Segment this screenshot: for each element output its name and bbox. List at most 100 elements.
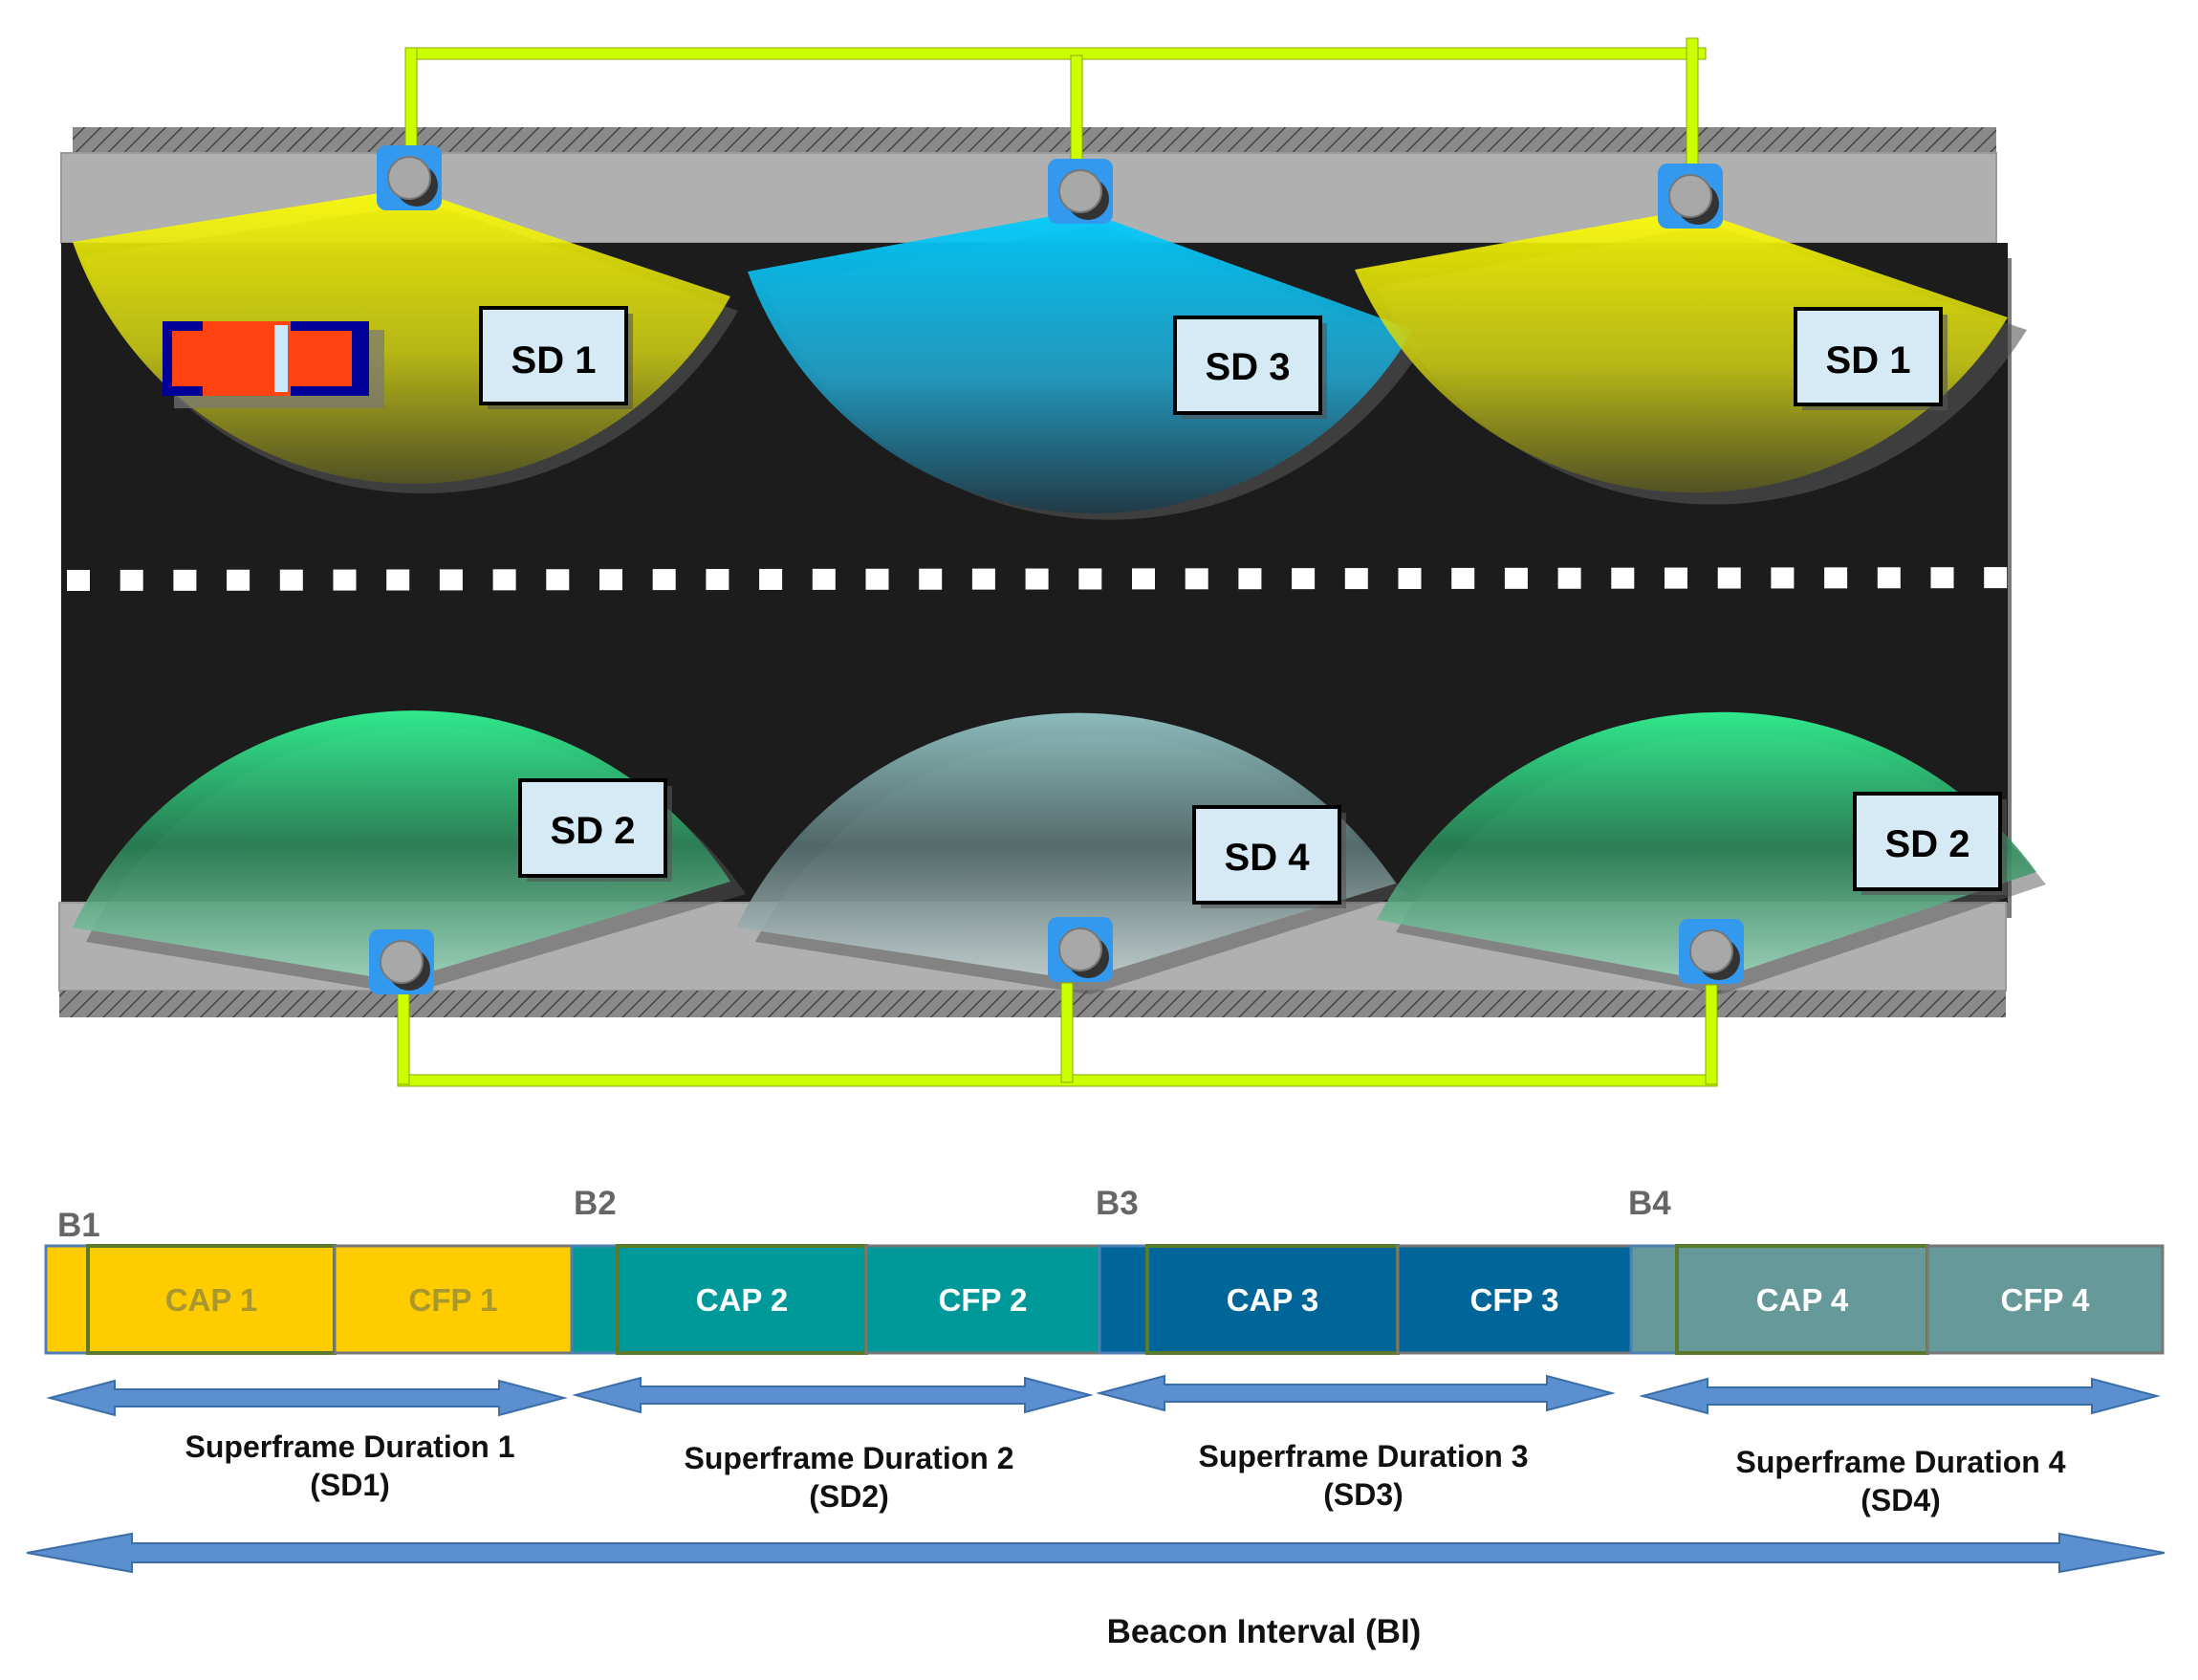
- svg-text:SD 1: SD 1: [511, 339, 597, 382]
- svg-text:SD 1: SD 1: [1826, 339, 1911, 382]
- superframe-3: CAP 3 CFP 3: [1098, 1244, 1633, 1355]
- coverage-zone-sd3: [748, 210, 1413, 513]
- svg-text:CAP 4: CAP 4: [1756, 1282, 1849, 1318]
- lane-dash: [1877, 567, 1901, 589]
- lane-dash: [439, 569, 463, 591]
- lane-dash: [1185, 568, 1208, 590]
- lane-dash: [1504, 567, 1528, 589]
- lane-dash: [865, 568, 889, 590]
- coverage-zone-sd2-left: [73, 710, 730, 981]
- lane-dash: [1078, 568, 1102, 590]
- lane-dash: [67, 570, 90, 591]
- svg-text:SD 3: SD 3: [1206, 346, 1291, 388]
- lane-dash: [706, 569, 729, 591]
- duration-arrow-3: [1096, 1374, 1616, 1412]
- lane-dash: [1557, 567, 1581, 589]
- lane-dash: [333, 569, 357, 591]
- bottom-wiring: [397, 982, 1718, 1087]
- svg-text:CFP 4: CFP 4: [2001, 1282, 2091, 1318]
- superframe-1: CAP 1 CFP 1: [44, 1244, 574, 1355]
- lane-dash: [1771, 567, 1795, 589]
- coverage-zone-sd4: [736, 712, 1396, 980]
- lane-dash: [279, 569, 303, 591]
- lane-dash: [652, 569, 676, 591]
- coverage-zone-sd1-right: [1355, 209, 2008, 493]
- svg-text:SD 2: SD 2: [1885, 823, 1970, 865]
- svg-text:CAP 3: CAP 3: [1227, 1282, 1319, 1318]
- lane-dash: [1238, 568, 1262, 590]
- beacon-label-2: B2: [574, 1185, 617, 1222]
- duration-abbr-4: (SD4): [1861, 1483, 1941, 1517]
- duration-abbr-1: (SD1): [310, 1468, 390, 1502]
- lane-dash: [971, 568, 995, 590]
- lane-dash: [1132, 568, 1155, 590]
- duration-label-2: Superframe Duration 2: [685, 1441, 1014, 1475]
- duration-arrows: [46, 1374, 2161, 1417]
- sensor-node: [377, 145, 442, 210]
- sensors: [369, 145, 1744, 994]
- superframe-2: CAP 2 CFP 2: [570, 1244, 1101, 1355]
- zone-label-top-2: SD 3: [1173, 316, 1327, 419]
- zone-label-bottom-3: SD 2: [1853, 792, 2007, 895]
- superframe-4: CAP 4 CFP 4: [1629, 1244, 2165, 1355]
- lane-dash: [227, 569, 250, 591]
- lane-dash: [492, 569, 516, 591]
- superframe-timeline: B1 B2 B3 B4 CAP 1 CFP 1 CAP 2 CFP 2 CAP …: [26, 1185, 2165, 1650]
- duration-arrow-2: [572, 1376, 1094, 1414]
- vehicle: [163, 321, 384, 408]
- cfp-slot-4: [1926, 1244, 2165, 1355]
- svg-text:CFP 1: CFP 1: [409, 1282, 498, 1318]
- svg-text:SD 2: SD 2: [551, 810, 636, 852]
- cfp-slot-3: [1396, 1244, 1633, 1355]
- svg-text:CAP 2: CAP 2: [696, 1282, 789, 1318]
- duration-label-4: Superframe Duration 4: [1736, 1445, 2066, 1479]
- top-coverage-zones: [73, 188, 2027, 520]
- sensor-node: [369, 929, 434, 994]
- sensor-node: [1048, 917, 1113, 982]
- beacon-interval-label: Beacon Interval (BI): [1107, 1613, 1422, 1650]
- cfp-slot-1: [333, 1244, 574, 1355]
- beacon-interval-arrow: [26, 1532, 2165, 1574]
- beacon-label-4: B4: [1628, 1185, 1671, 1222]
- zone-labels: SD 1 SD 3 SD 1 SD 2 SD 4 SD 2: [479, 306, 2007, 908]
- lane-dash: [759, 568, 783, 590]
- lane-dash: [599, 569, 622, 591]
- lane-dash: [173, 569, 197, 591]
- lane-dash: [1984, 567, 2008, 589]
- duration-abbr-3: (SD3): [1323, 1477, 1404, 1512]
- svg-text:CFP 2: CFP 2: [939, 1282, 1028, 1318]
- cap-slot-2: [616, 1244, 868, 1355]
- bottom-curb-hatch: [59, 991, 2006, 1017]
- beacon-interval-double-arrow: [26, 1532, 2165, 1574]
- sensor-node: [1658, 164, 1723, 229]
- beacon-label-3: B3: [1096, 1185, 1139, 1222]
- sensor-node: [1679, 919, 1744, 984]
- duration-arrow-1: [46, 1379, 568, 1417]
- lane-divider: [67, 567, 2008, 591]
- lane-dash: [1824, 567, 1848, 589]
- zone-label-top-3: SD 1: [1794, 307, 1948, 410]
- lane-dash: [812, 568, 836, 590]
- lane-dash: [1344, 568, 1368, 590]
- svg-text:SD 4: SD 4: [1225, 837, 1311, 879]
- zone-label-bottom-1: SD 2: [518, 778, 672, 882]
- sensor-node: [1048, 159, 1113, 224]
- lane-dash: [1451, 567, 1475, 589]
- svg-text:CAP 1: CAP 1: [165, 1282, 258, 1318]
- beacon-label-1: B1: [57, 1207, 100, 1244]
- lane-dash: [1292, 568, 1316, 590]
- cfp-slot-2: [864, 1244, 1101, 1355]
- duration-abbr-2: (SD2): [809, 1479, 889, 1514]
- coverage-zone-sd1-left: [73, 188, 730, 484]
- lane-dash: [1930, 567, 1954, 589]
- coverage-zone-sd2-right: [1377, 711, 2036, 981]
- beacon-slot-4: [1629, 1244, 1679, 1355]
- top-wiring: [404, 37, 1707, 183]
- duration-label-3: Superframe Duration 3: [1199, 1439, 1529, 1473]
- beacon-slot-1: [44, 1244, 90, 1355]
- lane-dash: [1717, 567, 1741, 589]
- duration-label-1: Superframe Duration 1: [185, 1429, 515, 1464]
- lane-dash: [1665, 567, 1687, 589]
- lane-dash: [1025, 568, 1049, 590]
